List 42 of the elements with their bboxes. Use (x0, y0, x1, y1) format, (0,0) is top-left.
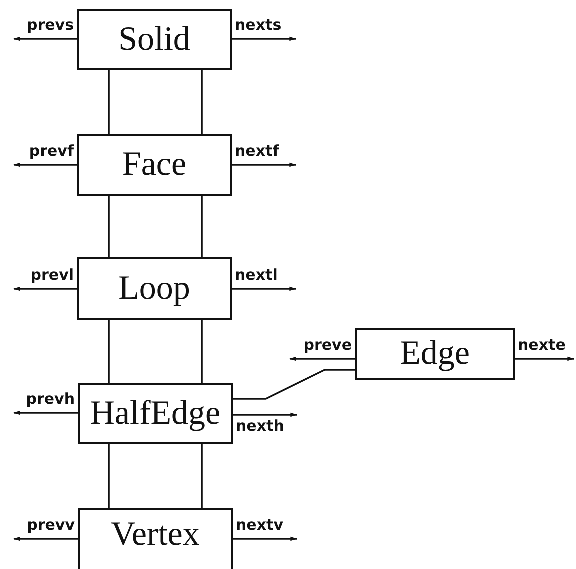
class-name: HalfEdge (90, 394, 221, 432)
link-line (201, 196, 203, 257)
class-box (78, 508, 233, 569)
edge-label: nextv (236, 517, 284, 533)
edge-label: nexth (236, 418, 284, 434)
link-line (201, 444, 203, 508)
pointer-arrow (232, 36, 297, 42)
pointer-arrow (13, 536, 78, 542)
pointer-arrow (232, 162, 297, 168)
class-box (77, 9, 232, 70)
edge-label: prevl (30, 267, 74, 283)
link-line (108, 196, 110, 257)
edge-label: nextf (235, 143, 280, 159)
pointer-arrow (233, 412, 298, 418)
link-line (201, 320, 203, 383)
pointer-arrow (13, 286, 77, 292)
pointer-arrow (289, 356, 355, 362)
pointer-arrow (515, 356, 575, 362)
class-box (355, 328, 515, 380)
link-line (108, 70, 110, 134)
link-line (201, 70, 203, 134)
link-line (108, 444, 110, 508)
class-box (77, 134, 232, 196)
pointer-arrow (13, 162, 77, 168)
class-box (77, 257, 232, 320)
pointer-arrow (233, 536, 298, 542)
class-name: Edge (400, 335, 470, 373)
edge-label: nextl (235, 267, 278, 283)
pointer-arrow (13, 36, 77, 42)
class-name: Loop (118, 270, 190, 308)
class-name: Face (122, 146, 187, 184)
class-name: Solid (118, 20, 190, 58)
link-line (233, 369, 355, 400)
class-name: Vertex (111, 516, 200, 554)
class-box (78, 383, 233, 444)
edge-label: nexts (235, 17, 282, 33)
edge-label: nexte (518, 337, 566, 353)
pointer-arrow (13, 410, 78, 416)
edge-label: prevf (29, 143, 74, 159)
link-line (108, 320, 110, 383)
edge-label: prevh (26, 391, 75, 407)
pointer-arrow (232, 286, 297, 292)
